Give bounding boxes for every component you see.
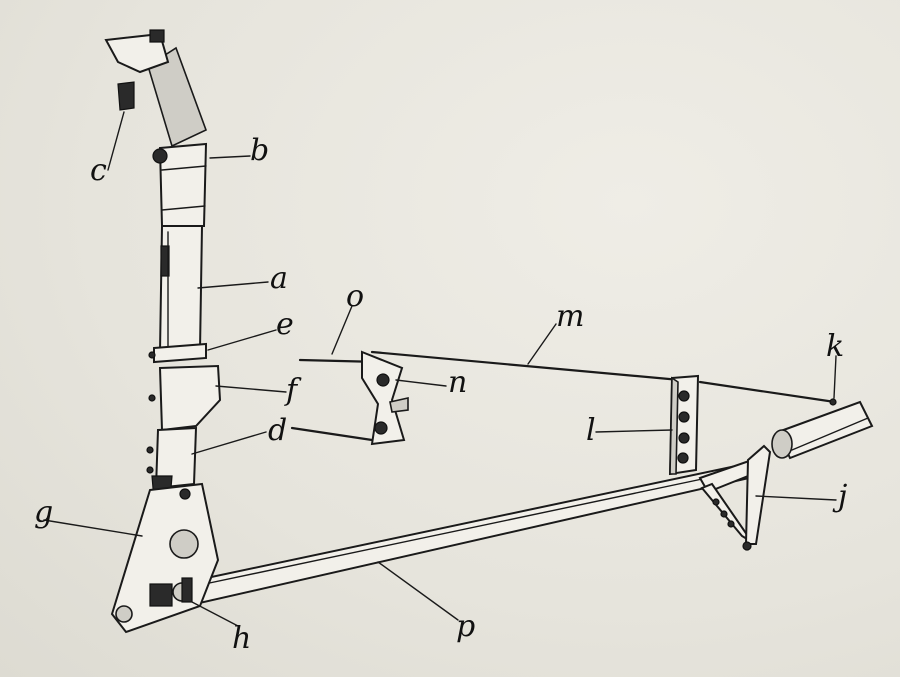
label-a: a <box>270 261 288 296</box>
rod-m <box>370 350 837 406</box>
lever-j <box>698 444 772 551</box>
label-p: p <box>456 609 475 644</box>
label-e: e <box>276 307 294 342</box>
clamp-e <box>148 342 207 364</box>
bracket-n <box>361 350 409 446</box>
label-m: m <box>556 299 584 334</box>
rear-cross-tube-k <box>771 400 874 460</box>
head-c <box>104 29 208 148</box>
label-l: l <box>586 413 596 448</box>
label-o: o <box>346 279 364 314</box>
label-k: k <box>826 329 844 364</box>
vertical-column-a <box>158 225 204 354</box>
bracket-f <box>148 364 222 432</box>
base-bar-p <box>148 461 760 614</box>
label-c: c <box>90 153 107 188</box>
collar-b <box>152 142 208 227</box>
label-j: j <box>832 479 847 514</box>
label-b: b <box>250 133 269 168</box>
label-d: d <box>268 413 287 448</box>
knob-h <box>149 577 193 607</box>
label-n: n <box>448 365 467 400</box>
label-h: h <box>232 621 251 656</box>
leader-lines <box>43 111 837 627</box>
label-f: f <box>284 373 302 408</box>
base-plate-g <box>110 482 220 634</box>
label-g: g <box>34 495 53 530</box>
perforated-plate-l <box>668 374 700 476</box>
